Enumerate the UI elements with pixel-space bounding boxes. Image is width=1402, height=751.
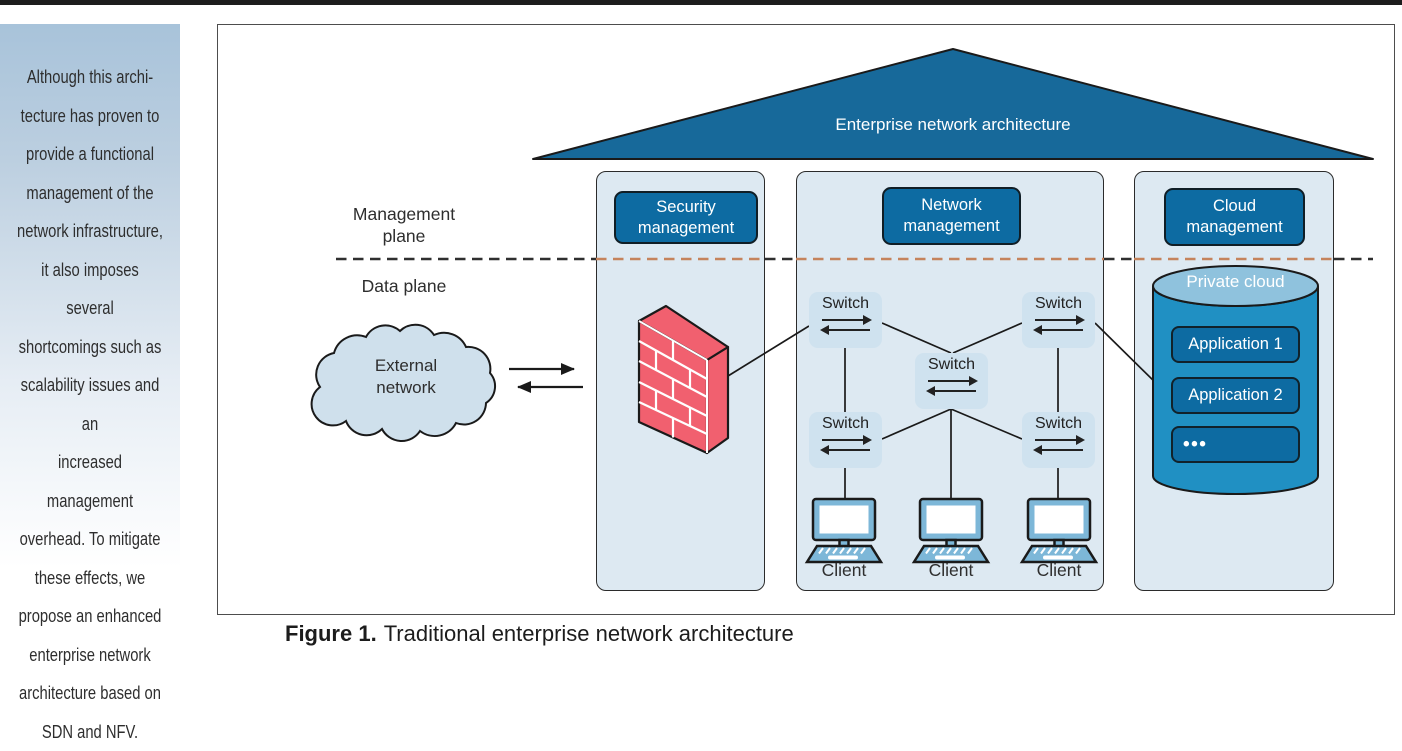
- arrow-right-icon: [821, 314, 872, 326]
- arrow-right-icon: [821, 434, 872, 446]
- switch-label: Switch: [1034, 415, 1083, 432]
- switch-node: Switch: [1022, 412, 1095, 468]
- arrow-left-icon: [1032, 324, 1083, 336]
- switch-label: Switch: [821, 415, 870, 432]
- firewall-icon: [637, 304, 730, 455]
- external-network-cloud-shape: [310, 323, 497, 442]
- switch-label: Switch: [1034, 295, 1083, 312]
- pull-quote-sidebar: Although this archi- tecture has proven …: [0, 24, 180, 742]
- client-label: Client: [1036, 560, 1082, 580]
- network-links: [727, 322, 1162, 501]
- figure-caption: Figure 1.Traditional enterprise network …: [285, 621, 794, 647]
- roof-shape: [532, 48, 1374, 160]
- switch-node: Switch: [1022, 292, 1095, 348]
- application-box: Application 2: [1171, 377, 1300, 414]
- exchange-arrows-icon: [509, 363, 583, 393]
- roof-title: Enterprise network architecture: [835, 115, 1071, 134]
- switch-node: Switch: [809, 292, 882, 348]
- arrow-right-icon: [1034, 434, 1085, 446]
- arrow-right-icon: [1034, 314, 1085, 326]
- arrow-left-icon: [1032, 444, 1083, 456]
- network-management-header: Network management: [882, 187, 1021, 245]
- switch-label: Switch: [821, 295, 870, 312]
- application-ellipsis-box: •••: [1171, 426, 1300, 463]
- switch-node: Switch: [809, 412, 882, 468]
- external-network-label: External network: [374, 356, 438, 397]
- clients: [804, 497, 1099, 564]
- arrow-left-icon: [819, 324, 870, 336]
- data-plane-label: Data plane: [361, 276, 447, 296]
- client-label: Client: [821, 560, 867, 580]
- figure-frame: Enterprise network architecture Manageme…: [217, 24, 1395, 615]
- cloud-management-header: Cloud management: [1164, 188, 1305, 246]
- management-plane-label: Management plane: [352, 204, 456, 246]
- diagram-art: [310, 48, 1374, 564]
- top-rule: [0, 0, 1402, 5]
- client-icon: [1019, 497, 1099, 564]
- figure-caption-number: Figure 1.: [285, 621, 377, 646]
- switch-label: Switch: [927, 356, 976, 373]
- arrow-left-icon: [925, 385, 976, 397]
- arrow-left-icon: [819, 444, 870, 456]
- client-icon: [804, 497, 884, 564]
- security-management-header: Security management: [614, 191, 758, 244]
- client-label: Client: [928, 560, 974, 580]
- arrow-right-icon: [927, 375, 978, 387]
- brick-mortar-lines: [638, 340, 708, 438]
- switch-node: Switch: [915, 353, 988, 409]
- application-box: Application 1: [1171, 326, 1300, 363]
- client-icon: [911, 497, 991, 564]
- figure-caption-text: Traditional enterprise network architect…: [383, 621, 794, 646]
- private-cloud-label: Private cloud: [1186, 272, 1285, 291]
